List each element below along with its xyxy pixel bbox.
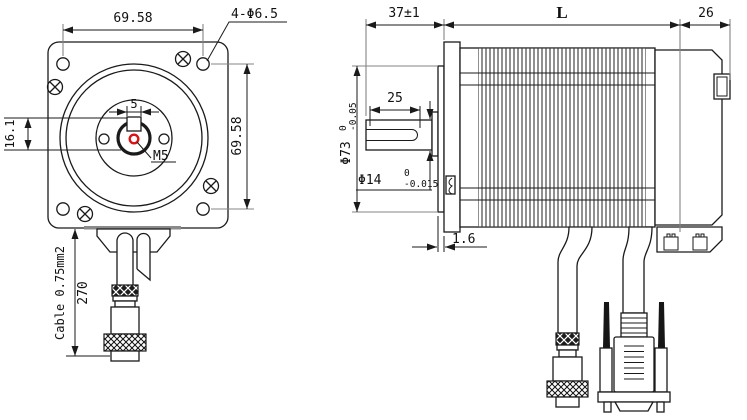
pilot-chamfer-circle	[65, 69, 203, 207]
rear-connector-block	[656, 226, 723, 253]
dim-body-length-text: L	[556, 3, 567, 22]
strain-relief-ribs	[621, 317, 647, 334]
cable-to-round-connector	[557, 226, 593, 334]
cable-spec-text: Cable 0.75mm2	[53, 246, 67, 340]
thumbscrew-left	[603, 302, 610, 348]
circular-connector	[546, 332, 589, 408]
connector-body	[552, 356, 583, 382]
cable-left	[116, 232, 134, 285]
label-m5-tap: M5	[136, 141, 176, 164]
connector-knurled-ring	[103, 333, 147, 352]
side-view: 37±1 L 26 25 Φ73 0 -0	[338, 3, 731, 413]
dim-keyway-length: 25	[369, 91, 421, 128]
pilot-tol-lower-text: -0.05	[348, 102, 359, 131]
dim-key-height: 16.1	[3, 117, 127, 151]
connector-tip	[555, 396, 580, 408]
rear-tab-inner	[716, 76, 728, 97]
dim-keyway-length-text: 25	[387, 91, 403, 106]
dim-shaft-length-text: 37±1	[388, 6, 419, 21]
rear-port-left	[663, 236, 679, 251]
shaft-tol-lower-text: -0.015	[404, 179, 438, 190]
connector-body	[110, 306, 140, 335]
connector-tip	[110, 350, 140, 362]
mounting-hole-bottom-right	[196, 202, 210, 216]
phillips-screw-icon	[174, 50, 192, 68]
pilot-tol-upper-text: 0	[338, 125, 349, 131]
dim-pilot-dia-text: Φ73	[339, 141, 354, 164]
shaft-keyway-slot	[366, 129, 418, 141]
db9-shell	[613, 401, 655, 412]
db9-body	[613, 336, 655, 393]
rear-housing	[654, 49, 723, 226]
db9-connector	[597, 302, 671, 413]
rear-port-right	[692, 236, 708, 251]
connector-braid-band	[111, 284, 139, 297]
dim-pilot-diameter: Φ73 0 -0.05	[338, 65, 438, 213]
circular-connector	[103, 284, 147, 362]
keyway-notch	[126, 116, 142, 132]
rear-port-pins	[666, 233, 705, 237]
mounting-hole-bottom-left	[56, 202, 70, 216]
shaft-step	[431, 111, 439, 157]
dim-hole-spacing-horizontal: 69.58	[62, 11, 204, 56]
dim-hole-spacing-h-text: 69.58	[113, 11, 152, 26]
connector-neck-ring	[556, 344, 579, 351]
dim-keyway-width: 5	[109, 97, 159, 116]
dim-shaft-length: 37±1	[365, 6, 445, 116]
dim-key-height-text: 16.1	[3, 120, 17, 149]
rear-tab	[713, 73, 731, 100]
dim-cable-length-text: 270	[76, 281, 91, 304]
front-view: 5 16.1 M5 69.58 4-Φ6.5	[3, 7, 287, 362]
cooling-fins	[478, 48, 646, 227]
dim-cable-length: 270 Cable 0.75mm2	[53, 229, 110, 357]
dim-rear-length-text: 26	[698, 6, 714, 21]
front-screw-hole-right	[158, 133, 170, 145]
mounting-holes-label-text: 4-Φ6.5	[231, 7, 278, 22]
phillips-screw-icon	[76, 205, 94, 223]
flange-bottom-edge	[84, 226, 181, 230]
bearing-boss-circle	[95, 99, 173, 177]
cable-to-db-connector	[622, 226, 653, 314]
db9-flange	[597, 391, 671, 403]
dim-hole-spacing-v-text: 69.58	[230, 116, 245, 155]
phillips-screw-icon	[202, 177, 220, 195]
phillips-screw-icon	[46, 78, 64, 96]
pilot-boss-circle	[59, 63, 209, 213]
dim-pilot-height: 1.6	[412, 216, 487, 252]
dim-pilot-height-text: 1.6	[452, 232, 475, 247]
front-screw-hole-left	[98, 133, 110, 145]
label-mounting-holes: 4-Φ6.5	[206, 7, 287, 62]
shaft-tol-upper-text: 0	[404, 168, 410, 179]
dim-hole-spacing-vertical: 69.58	[211, 63, 254, 210]
connector-neck	[114, 300, 136, 308]
front-endbell-flange	[443, 41, 461, 233]
dim-shaft-diameter: Φ14 0 -0.015	[356, 101, 438, 191]
dim-shaft-dia-text: Φ14	[358, 173, 382, 188]
thumbscrew-right-sleeve	[654, 347, 668, 393]
seal-clip	[445, 175, 456, 195]
shaft	[365, 119, 433, 151]
connector-braid-band	[555, 332, 580, 346]
dim-rear-length: 26	[680, 6, 731, 80]
cable-right-cut	[136, 232, 151, 282]
thumbscrew-right	[658, 302, 665, 348]
connector-knurled-ring	[546, 380, 589, 398]
m5-tap-hole	[128, 133, 140, 145]
pilot-boss	[437, 65, 445, 213]
db9-vents	[624, 345, 644, 380]
connector-neck	[558, 349, 577, 358]
connector-neck-ring	[112, 295, 138, 302]
mounting-hole-top-left	[56, 57, 70, 71]
mounting-hole-top-right	[196, 57, 210, 71]
db9-pin-right	[656, 401, 665, 413]
dim-body-length: L	[444, 3, 681, 232]
thumbscrew-left-sleeve	[599, 347, 613, 393]
m5-label-text: M5	[153, 149, 169, 164]
db9-pin-left	[603, 401, 612, 413]
dim-keyway-width-text: 5	[130, 97, 137, 111]
